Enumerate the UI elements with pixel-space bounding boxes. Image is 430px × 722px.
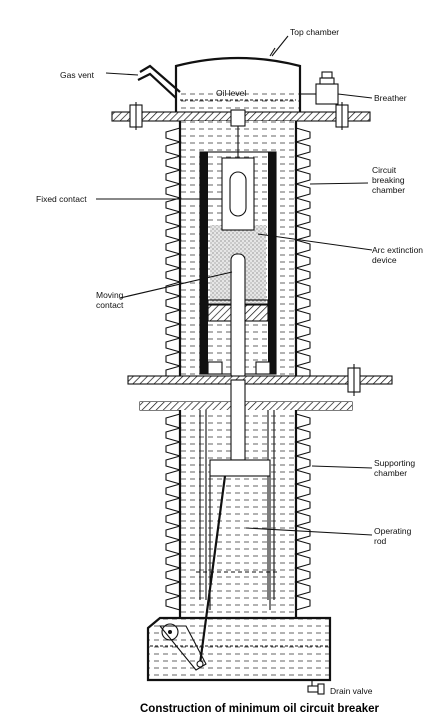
diagram-caption: Construction of minimum oil circuit brea… [140, 703, 380, 715]
breather [300, 71, 339, 105]
label-operating-rod: Operating rod [374, 526, 414, 546]
label-top-chamber: Top chamber [290, 27, 339, 37]
label-breather: Breather [374, 93, 407, 103]
label-arc-extinction-device: Arc extinction device [372, 245, 425, 265]
label-drain-valve: Drain valve [330, 686, 373, 696]
gas-vent-pipe [137, 64, 181, 99]
fixed-contact [221, 109, 255, 231]
label-oil-level: Oil level [216, 88, 246, 98]
moving-contact [230, 253, 246, 381]
label-moving-contact: Moving contact [96, 290, 126, 310]
label-circuit-breaking-chamber: Circuit breaking chamber [372, 165, 407, 195]
drain-valve [307, 680, 325, 695]
base-tank [146, 475, 332, 682]
leader-lines [96, 35, 373, 536]
label-supporting-chamber: Supporting chamber [374, 458, 418, 478]
label-gas-vent: Gas vent [60, 70, 95, 80]
lower-insulator [165, 379, 311, 620]
label-fixed-contact: Fixed contact [36, 194, 87, 204]
